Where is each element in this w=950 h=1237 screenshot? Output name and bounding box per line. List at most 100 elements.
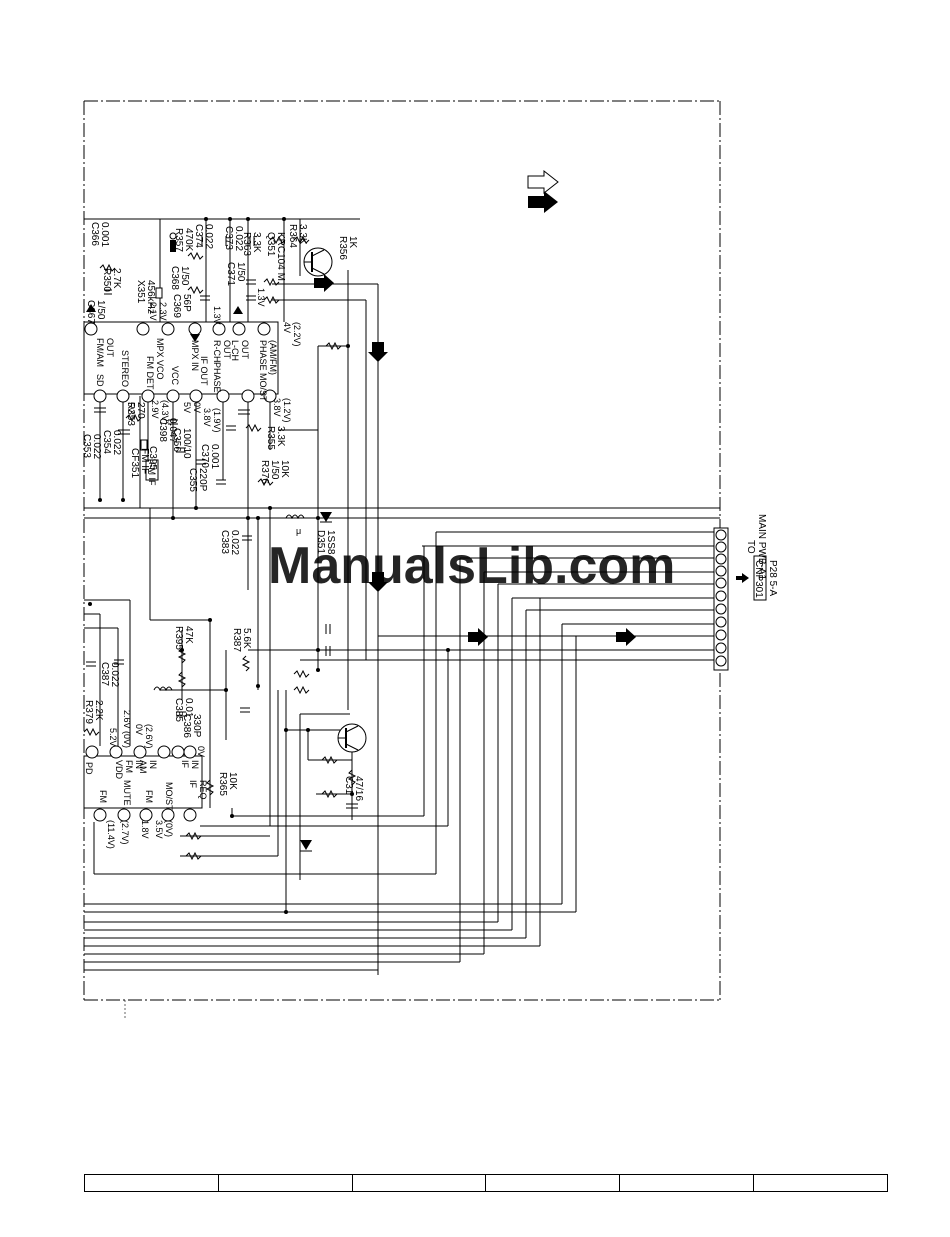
component-ref: C386 [181,714,192,738]
signal-arrow-icon [616,628,636,646]
component-ref: C353 [81,434,92,458]
voltage-label: 1.3V [256,288,266,307]
component-ref: C356 [171,428,182,452]
component-value: 0.047 [167,418,178,443]
component-value: 330P [191,714,202,738]
component-ref: R395 [173,626,184,650]
signal-arrow-icon [368,572,388,592]
connector-to: TO [745,540,756,554]
component-value: 3.3K [251,232,262,253]
footer-cell [85,1175,218,1191]
connector-ref: CNP301 [753,560,764,598]
pin-l-ch-out: L-CHOUT [230,340,250,361]
pin-vdd: VDD [114,760,124,780]
pin-fm-det: FM DET [145,356,155,390]
voltage-label: 5.2V [108,728,118,747]
diode-d351-icon [320,512,332,522]
voltage-label: 2.9V(4.3V) [150,400,170,425]
component-value: 0.022 [229,530,240,555]
voltage-label: (2.7V) [120,820,130,845]
signal-arrows [86,274,749,646]
component-ref: R376 [259,460,270,484]
component-value: 56P [181,294,192,312]
component-ref: R363 [241,232,252,256]
component-value: 0.022 [203,224,214,249]
voltage-label: (11.4V) [106,820,116,849]
component-value: 100/10 [181,428,192,459]
signal-arrow-icon [190,334,200,342]
component-ref: C366 [89,222,100,246]
component-value: 0.022 [109,662,120,687]
footer-cell [619,1175,753,1191]
pin-sd: SD [95,374,105,387]
component-ref: C31 [343,776,354,795]
voltage-label: 1.8V [140,820,150,839]
component-value: 2.2K [93,700,104,721]
component-value: 470K [183,228,194,252]
footer-cell [217,1175,352,1191]
component-value: 1K [347,236,358,249]
pin-fm-in: FMIN [124,760,144,773]
signal-arrow-icon [314,274,334,292]
component-value: 1SS8 [325,530,336,555]
pin-am-in: AMIN [138,760,158,774]
pin-stereo: STEREO [120,350,130,387]
footer-table [84,1174,888,1192]
voltage-label: 0V(2.6V) [134,724,154,749]
voltage-label: 5V [126,402,136,413]
component-ref: R387 [231,628,242,652]
component-ref: X351 [135,280,146,304]
voltage-label: 4V(2.2V) [282,322,302,347]
component-ref: C355 [187,468,198,492]
component-value: 270 [135,402,146,419]
voltage-label: 0V [196,746,206,757]
component-value: 1/50 [95,300,106,320]
connector-cnp301: CNP301 TO MAIN PWB-A1 P28 5-A [713,514,778,671]
component-ref: CF351 [129,448,140,478]
component-value: KRC104 M [275,232,286,281]
signal-arrow-icon [86,304,96,312]
pin-vcc: VCC [170,366,180,386]
component-ref: C369 [171,294,182,318]
pin-phase-most: PHASE MO/ST(AM/FM) [258,340,278,402]
diode-bottom-icon [300,840,312,850]
wiring [84,218,720,975]
voltage-label: 2.6V (0V) [122,710,132,748]
pin-fm: FM [98,790,108,803]
component-value: 2.7K [111,268,122,289]
component-ref: C370 [199,444,210,468]
footer-cell [753,1175,887,1191]
component-ref: C385 [173,698,184,722]
ic-lower: PD VDD FMIN AMIN FM MUTE FM MO/ST IFIN I… [83,745,208,822]
component-value: 1/50 [179,266,190,286]
component-value: 0.001 [99,222,110,247]
component-ref: R350 [101,268,112,292]
component-value: 47/16 [353,776,364,801]
resistors [83,235,357,861]
component-value: 47K [183,626,194,644]
component-value: 1/5010K [269,460,290,480]
component-ref: C374 [193,224,204,248]
pin-mo-st: MO/ST [164,782,174,811]
pin-mpx-in: MPX IN [190,340,200,371]
capacitors [86,236,358,809]
